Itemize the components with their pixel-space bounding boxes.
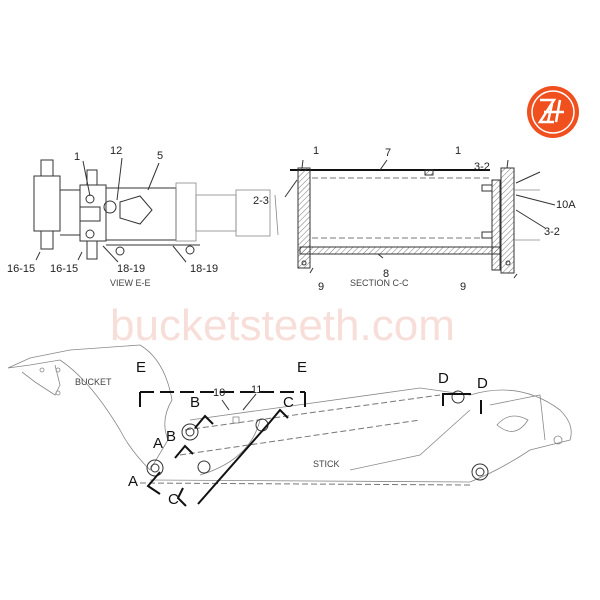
section-cc-drawing (274, 159, 556, 279)
callout-12: 12 (110, 145, 122, 157)
callout-3-2: 3-2 (474, 161, 490, 173)
callout-8: 8 (383, 268, 389, 280)
callout-10A: 10A (556, 199, 576, 211)
view-ee-drawing (33, 157, 271, 263)
section-mark-b: B (166, 428, 176, 445)
section-mark-e: E (297, 359, 307, 376)
callout-18-19: 18-19 (190, 263, 218, 275)
callout-16-15: 16-15 (7, 263, 35, 275)
section-mark-d: D (438, 370, 449, 387)
stick-bucket-assembly (7, 344, 572, 507)
callout-2-3: 2-3 (253, 195, 269, 207)
callout-3-2: 3-2 (544, 226, 560, 238)
callout-1: 1 (455, 145, 461, 157)
watermark: bucketsteeth.com (110, 301, 455, 350)
section-cc-caption: SECTION C-C (350, 278, 409, 288)
zh-logo (527, 86, 579, 138)
callout-1: 1 (74, 151, 80, 163)
section-mark-b: B (190, 394, 200, 411)
callout-1: 1 (313, 145, 319, 157)
view-ee-caption: VIEW E-E (110, 278, 151, 288)
bucket-label: BUCKET (75, 377, 112, 387)
section-mark-c: C (168, 491, 179, 508)
callout-9: 9 (318, 281, 324, 293)
section-mark-c: C (283, 394, 294, 411)
callout-7: 7 (385, 147, 391, 159)
section-mark-e: E (136, 359, 146, 376)
callout-18-19: 18-19 (117, 263, 145, 275)
stick-label: STICK (313, 459, 340, 469)
section-mark-a: A (153, 435, 163, 452)
callout-5: 5 (157, 150, 163, 162)
section-mark-d: D (477, 375, 488, 392)
callout-10: 10 (213, 387, 225, 399)
section-mark-a: A (128, 473, 138, 490)
callout-9: 9 (460, 281, 466, 293)
callout-16-15: 16-15 (50, 263, 78, 275)
callout-11: 11 (251, 384, 262, 396)
